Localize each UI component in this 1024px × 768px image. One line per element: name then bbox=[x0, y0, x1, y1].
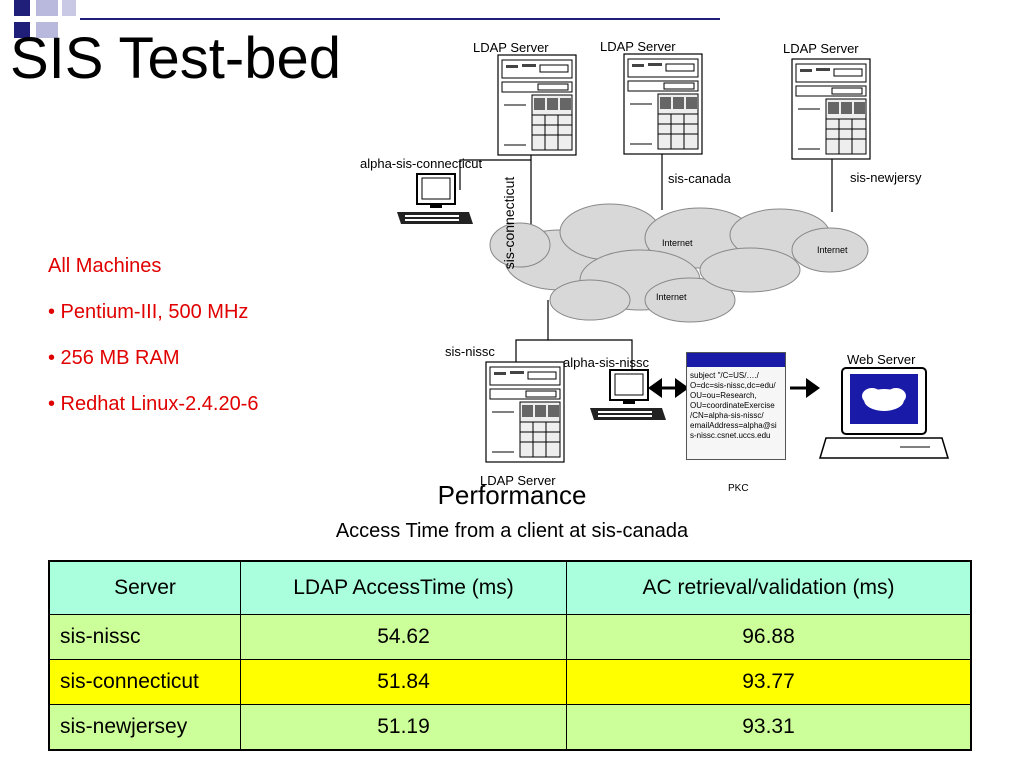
page-title: SIS Test-bed bbox=[10, 26, 342, 91]
cell-ac-time: 93.31 bbox=[566, 704, 972, 751]
internet-label-3: Internet bbox=[656, 292, 687, 302]
internet-cloud bbox=[489, 203, 869, 323]
cert-line: OU=coordinateExercise bbox=[690, 401, 775, 410]
performance-subheading: Access Time from a client at sis-canada bbox=[335, 520, 689, 542]
cert-line: subject "/C=US/…./ bbox=[690, 371, 759, 380]
spec-cpu: • Pentium-III, 500 MHz bbox=[48, 301, 249, 323]
host-alpha-sis-nissc: alpha-sis-nissc bbox=[563, 355, 649, 370]
ldap-server-label-nissc: LDAP Server bbox=[480, 473, 556, 488]
performance-table: Server LDAP AccessTime (ms) AC retrieval… bbox=[48, 560, 972, 751]
cell-ldap-time: 54.62 bbox=[240, 614, 567, 660]
ldap-server-newjersey bbox=[791, 58, 871, 160]
spec-os: • Redhat Linux-2.4.20-6 bbox=[48, 393, 259, 415]
cell-server: sis-newjersey bbox=[48, 704, 241, 751]
ldap-server-canada bbox=[623, 53, 703, 155]
ldap-server-connecticut bbox=[497, 54, 577, 156]
cell-ldap-time: 51.84 bbox=[240, 659, 567, 705]
performance-heading: Performance bbox=[437, 480, 587, 510]
host-alpha-sis-connecticut: alpha-sis-connecticut bbox=[360, 156, 483, 171]
column-header-ldap: LDAP AccessTime (ms) bbox=[240, 560, 567, 615]
cert-line: emailAddress=alpha@si bbox=[690, 421, 777, 430]
column-header-server: Server bbox=[48, 560, 241, 615]
web-server-monitor bbox=[818, 367, 950, 459]
host-sis-newjersey: sis-newjersy bbox=[850, 170, 922, 185]
ldap-server-label-canada: LDAP Server bbox=[600, 39, 676, 54]
cell-ldap-time: 51.19 bbox=[240, 704, 567, 751]
spec-ram: • 256 MB RAM bbox=[48, 347, 180, 369]
table-row: sis-nissc 54.62 96.88 bbox=[48, 614, 972, 660]
internet-label-1: Internet bbox=[662, 238, 693, 248]
cell-server: sis-nissc bbox=[48, 614, 241, 660]
ldap-server-nissc bbox=[485, 361, 565, 463]
certificate-header-bar bbox=[687, 353, 785, 367]
cell-ac-time: 96.88 bbox=[566, 614, 972, 660]
web-server-label: Web Server bbox=[847, 352, 916, 367]
pkc-label: PKC bbox=[728, 483, 749, 494]
machine-specs: All Machines • Pentium-III, 500 MHz • 25… bbox=[48, 254, 258, 438]
cert-line: /CN=alpha-sis-nissc/ bbox=[690, 411, 764, 420]
host-sis-nissc: sis-nissc bbox=[445, 344, 495, 359]
host-sis-canada: sis-canada bbox=[668, 171, 731, 186]
title-underline bbox=[80, 18, 720, 20]
column-header-ac: AC retrieval/validation (ms) bbox=[566, 560, 972, 615]
network-diagram bbox=[396, 53, 950, 463]
cert-line: s-nissc.csnet.uccs.edu bbox=[690, 431, 771, 440]
specs-heading: All Machines bbox=[48, 255, 162, 277]
cell-ac-time: 93.77 bbox=[566, 659, 972, 705]
pc-alpha-sis-connecticut bbox=[396, 173, 474, 225]
table-row: sis-connecticut 51.84 93.77 bbox=[48, 659, 972, 705]
pc-alpha-sis-nissc bbox=[589, 369, 667, 421]
table-header-row: Server LDAP AccessTime (ms) AC retrieval… bbox=[48, 560, 972, 615]
cell-server: sis-connecticut bbox=[48, 659, 241, 705]
table-row: sis-newjersey 51.19 93.31 bbox=[48, 704, 972, 751]
host-sis-connecticut: sis-connecticut bbox=[501, 176, 517, 270]
cert-line: OU=ou=Research, bbox=[690, 391, 757, 400]
ldap-server-label-newjersey: LDAP Server bbox=[783, 41, 859, 56]
internet-label-2: Internet bbox=[817, 245, 848, 255]
ldap-server-label-connecticut: LDAP Server bbox=[473, 40, 549, 55]
attribute-certificate: subject "/C=US/…./ O=dc=sis-nissc,dc=edu… bbox=[686, 352, 786, 460]
cert-line: O=dc=sis-nissc,dc=edu/ bbox=[690, 381, 776, 390]
